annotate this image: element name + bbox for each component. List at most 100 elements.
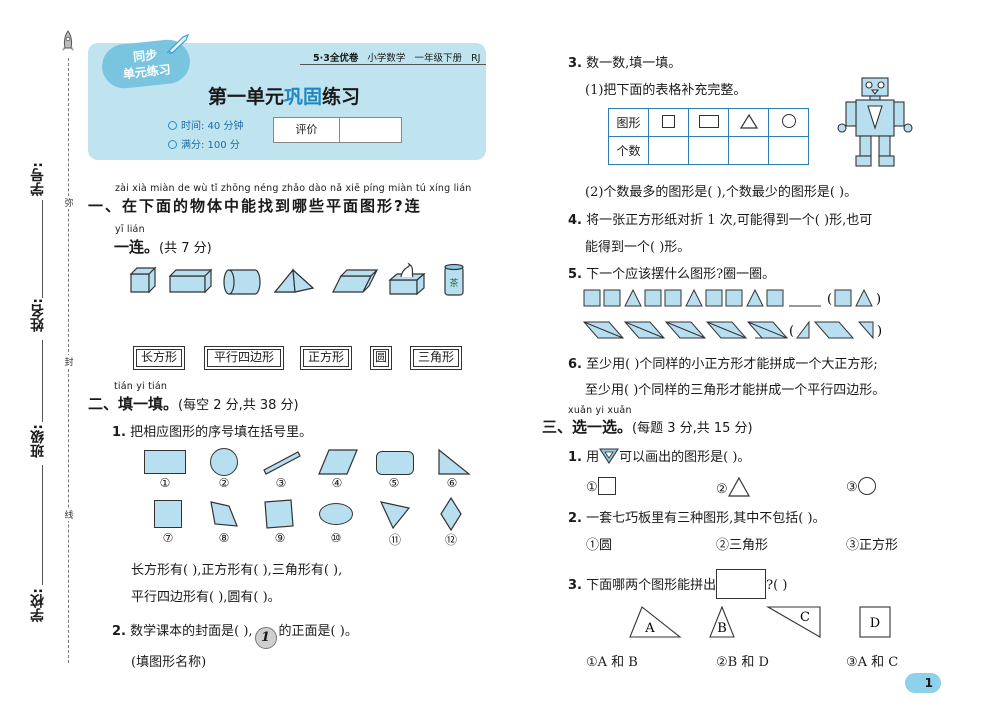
page-title: 第一单元巩固练习 [208, 86, 361, 108]
label-rectangle[interactable]: 长方形 [133, 346, 185, 370]
label-circle[interactable]: 圆 [370, 346, 392, 370]
shape-number-9: ⑨ [274, 531, 286, 545]
table-count-rectangle[interactable] [688, 136, 729, 165]
q4-line-2: 能得到一个( )形。 [585, 240, 691, 255]
shape-11-triangle [379, 501, 411, 530]
section1-title-2: 一连。(共 7 分) [114, 238, 212, 256]
shape-number-12: ⑫ [444, 533, 457, 547]
piece-c-label: C [800, 610, 810, 625]
tissue-box-icon [388, 262, 426, 296]
name-line [42, 340, 43, 422]
s3-q3-opt-3[interactable]: ③A 和 C [846, 655, 899, 670]
shape-12-rhombus [440, 496, 462, 532]
s3-q2-opt-2[interactable]: ②三角形 [716, 538, 769, 553]
shape-number-5: ⑤ [388, 476, 400, 490]
shape-1-rectangle [144, 450, 186, 474]
table-count-circle[interactable] [768, 136, 809, 165]
check-icon [168, 140, 177, 149]
name-label: 姓名: [30, 298, 46, 332]
school-label: 学校: [30, 588, 46, 622]
time-limit: 时间: 40 分钟 [168, 117, 243, 132]
section2-q1-answer-1: 长方形有( ),正方形有( ),三角形有( ), [131, 563, 343, 578]
puzzle-pieces: A B C D [629, 605, 891, 638]
tea-can-icon [444, 263, 464, 296]
shape-number-11: ⑪ [388, 533, 401, 547]
cylinder-icon [223, 269, 261, 295]
shape-number-6: ⑥ [446, 476, 458, 490]
shape-9-tilted-square [264, 499, 294, 529]
full-score: 满分: 100 分 [168, 136, 240, 151]
q3-2: (2)个数最多的图形是( ),个数最少的图形是( )。 [585, 185, 858, 200]
section2-q2-note: (填图形名称) [131, 655, 207, 670]
s3-q2-opt-3[interactable]: ③正方形 [846, 538, 899, 553]
table-triangle-icon [728, 108, 769, 137]
evaluation-field[interactable] [340, 118, 401, 142]
s3-q3-opt-2[interactable]: ②B 和 D [716, 655, 769, 670]
table-count-square[interactable] [648, 136, 689, 165]
svg-text:(: ( [827, 292, 832, 307]
option-square-icon [597, 477, 616, 495]
shape-2-circle [210, 448, 238, 476]
coin-icon: 1 [254, 627, 277, 649]
piece-d-label: D [870, 616, 880, 631]
table-header-shape: 图形 [608, 108, 649, 137]
s3-q2: 2. 一套七巧板里有三种图形,其中不包括( )。 [568, 511, 826, 526]
s3-q2-opt-1[interactable]: ①圆 [586, 538, 613, 553]
page-number: 1 [905, 673, 941, 693]
q3-1: (1)把下面的表格补充完整。 [585, 83, 747, 98]
q5: 5. 下一个应该摆什么图形?圈一圈。 [568, 267, 776, 282]
label-parallelogram[interactable]: 平行四边形 [204, 346, 284, 370]
table-rectangle-icon [688, 108, 729, 137]
piece-c-icon [765, 606, 821, 638]
piece-b-icon [709, 605, 735, 638]
shape-8-quadrilateral [210, 501, 238, 527]
s3-q1-opt-2[interactable]: ② [716, 476, 750, 497]
option-circle-icon [857, 477, 876, 495]
parallelogram-prism-icon [332, 269, 379, 293]
piece-d-icon [859, 606, 891, 638]
cut-mark-3: 线 [63, 508, 75, 521]
svg-text:(: ( [789, 324, 794, 339]
cube-icon [129, 266, 157, 294]
q6-line-1: 6. 至少用( )个同样的小正方形才能拼成一个大正方形; [568, 357, 878, 372]
section3-pinyin: xuǎn yi xuǎn [568, 405, 632, 416]
table-count-triangle[interactable] [728, 136, 769, 165]
shape-4-parallelogram [318, 449, 358, 475]
shape-number-2: ② [218, 476, 230, 490]
s3-q1-opt-1[interactable]: ① [586, 477, 616, 495]
q4-line-1: 4. 将一张正方形纸对折 1 次,可能得到一个( )形,也可 [568, 213, 873, 228]
shape-10-ellipse [319, 503, 353, 525]
piece-a-label: A [644, 621, 655, 636]
shape-number-4: ④ [331, 476, 343, 490]
shape-number-7: ⑦ [162, 531, 174, 545]
class-label: 班级: [30, 424, 46, 458]
cut-mark-1: 弥 [63, 196, 75, 209]
student-id-label: 学号: [30, 162, 46, 196]
s3-q1-opt-3[interactable]: ③ [846, 477, 876, 495]
triangular-prism-icon [273, 268, 315, 293]
section2-q1-answer-2: 平行四边形有( ),圆有( )。 [131, 590, 281, 605]
tea-label: 茶 [449, 277, 458, 289]
student-id-line [42, 200, 43, 298]
label-square[interactable]: 正方形 [300, 346, 352, 370]
section2-title: 二、填一填。(每空 2 分,共 38 分) [88, 395, 299, 413]
rocket-icon [62, 30, 74, 51]
section2-q1: 1. 把相应图形的序号填在括号里。 [112, 425, 313, 440]
shape-number-8: ⑧ [218, 531, 230, 545]
shape-number-3: ③ [275, 476, 287, 490]
s3-q1: 1. 用可以画出的图形是( )。 [568, 448, 751, 465]
section1-pinyin-1: zài xià miàn de wù tǐ zhōng néng zhǎo dà… [115, 183, 472, 194]
piece-a-icon [629, 606, 682, 638]
triangle-ruler-icon [599, 448, 620, 465]
label-triangle[interactable]: 三角形 [410, 346, 462, 370]
evaluation-label: 评价 [274, 118, 340, 142]
table-header-count: 个数 [608, 136, 649, 165]
option-triangle-icon [727, 476, 750, 497]
s3-q3-opt-1[interactable]: ①A 和 B [586, 655, 638, 670]
publisher-info: 5·3全优卷 小学数学 一年级下册 RJ [313, 53, 481, 64]
q6-line-2: 至少用( )个同样的三角形才能拼成一个平行四边形。 [585, 383, 886, 398]
svg-text:): ) [876, 292, 881, 307]
robot-figure-icon [837, 77, 913, 167]
evaluation-box: 评价 [273, 117, 402, 143]
